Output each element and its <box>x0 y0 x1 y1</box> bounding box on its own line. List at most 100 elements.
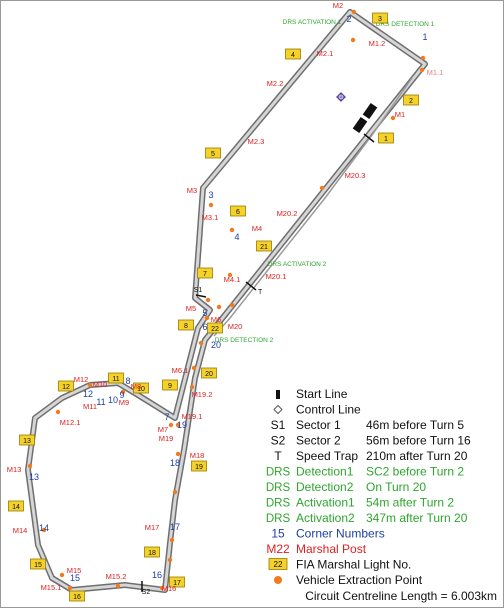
legend-row: Control Line <box>273 403 361 417</box>
extraction-point <box>198 340 204 346</box>
svg-text:9: 9 <box>168 383 172 390</box>
legend-row: Start Line <box>276 387 348 401</box>
corner-number: 13 <box>29 472 39 482</box>
legend-label: Control Line <box>296 403 361 417</box>
corner-number: 9 <box>119 390 124 400</box>
svg-text:21: 21 <box>260 244 268 251</box>
extraction-point <box>55 409 61 415</box>
legend-detail: 210m after Turn 20 <box>366 449 468 463</box>
marshal-post: M12.1 <box>60 418 81 427</box>
corner-number: 8 <box>125 376 130 386</box>
extraction-point <box>167 557 173 563</box>
corner-number: 10 <box>108 395 118 405</box>
svg-text:14: 14 <box>12 504 20 511</box>
corner-number: 16 <box>152 570 162 580</box>
marshal-post: M1 <box>395 110 405 119</box>
svg-text:17: 17 <box>173 580 181 587</box>
corner-number: 1 <box>422 32 427 42</box>
legend-detail: 46m before Turn 5 <box>366 418 464 432</box>
marshal-post: M4.1 <box>224 275 241 284</box>
extraction-point <box>115 583 121 589</box>
corner-number: 11 <box>96 397 105 407</box>
svg-text:DRS: DRS <box>266 482 291 494</box>
marshal-post: M20.1 <box>266 272 287 281</box>
marshal-light: 7 <box>197 267 213 279</box>
extraction-point <box>390 115 396 121</box>
marshal-post: M6.1 <box>172 366 189 375</box>
svg-text:DRS: DRS <box>266 513 291 525</box>
marshal-post: M3 <box>187 186 197 195</box>
extraction-point <box>204 315 210 321</box>
marshal-light: 1 <box>378 132 394 144</box>
sector-label: S2 <box>142 589 151 596</box>
pit-lane <box>213 77 413 337</box>
legend-detail: 56m before Turn 16 <box>366 434 471 448</box>
marshal-post: M19.2 <box>192 390 213 399</box>
extraction-point <box>27 463 33 469</box>
marshal-post: M18 <box>190 451 205 460</box>
extraction-point <box>175 422 181 428</box>
circuit-length: Circuit Centreline Length = 6.003km <box>305 589 497 603</box>
corner-number: 15 <box>70 573 80 583</box>
corner-number: 17 <box>170 522 180 532</box>
extraction-point <box>67 585 73 591</box>
extraction-point <box>59 572 65 578</box>
legend-label: Activation2 <box>296 511 355 525</box>
svg-text:15: 15 <box>34 562 42 569</box>
svg-text:5: 5 <box>211 151 215 158</box>
svg-text:15: 15 <box>271 527 285 541</box>
extraction-point <box>169 537 175 543</box>
extraction-point <box>216 304 222 310</box>
svg-text:16: 16 <box>73 594 81 601</box>
marshal-post: M11 <box>83 402 97 411</box>
legend-label: Sector 1 <box>296 418 341 432</box>
corner-number: 7 <box>164 412 169 422</box>
svg-text:3: 3 <box>378 16 382 23</box>
extraction-point <box>350 37 356 43</box>
marshal-light: 17 <box>169 576 185 588</box>
start-line-icon <box>352 102 378 134</box>
extraction-point <box>191 365 197 371</box>
extraction-point <box>420 55 426 61</box>
extraction-point <box>229 302 235 308</box>
marshal-light: 3 <box>372 12 388 24</box>
extraction-point <box>319 185 325 191</box>
marshal-post: M9 <box>119 398 129 407</box>
marshal-post: M5 <box>186 304 196 313</box>
legend-label: Corner Numbers <box>296 527 385 541</box>
finish-line-mark <box>363 133 375 143</box>
marshal-light: 21 <box>256 240 272 252</box>
drs-label: DRS DETECTION 2 <box>215 337 274 344</box>
extraction-point <box>189 384 195 390</box>
svg-text:M22: M22 <box>266 542 290 556</box>
svg-text:10: 10 <box>137 386 145 393</box>
corner-number: 4 <box>234 232 239 242</box>
legend-row: 15 Corner Numbers <box>271 527 384 541</box>
extraction-points <box>27 9 426 591</box>
svg-text:2: 2 <box>409 98 413 105</box>
legend-label: FIA Marshal Light No. <box>296 558 411 572</box>
marshal-post: M19.1 <box>182 412 203 421</box>
svg-text:T: T <box>274 449 282 463</box>
svg-text:20: 20 <box>205 371 213 378</box>
marshal-post: M17 <box>145 523 160 532</box>
marshal-post: M14 <box>13 526 28 535</box>
marshal-post: M20.2 <box>277 209 298 218</box>
svg-text:1: 1 <box>384 136 388 143</box>
marshal-light: 11 <box>108 372 124 384</box>
extraction-point <box>159 585 165 591</box>
corner-number: 20 <box>211 340 221 350</box>
marshal-light: 6 <box>230 205 246 217</box>
marshal-post: M4 <box>252 224 262 233</box>
corner-number: 18 <box>170 458 180 468</box>
svg-text:4: 4 <box>291 52 295 59</box>
extraction-point <box>175 451 181 457</box>
